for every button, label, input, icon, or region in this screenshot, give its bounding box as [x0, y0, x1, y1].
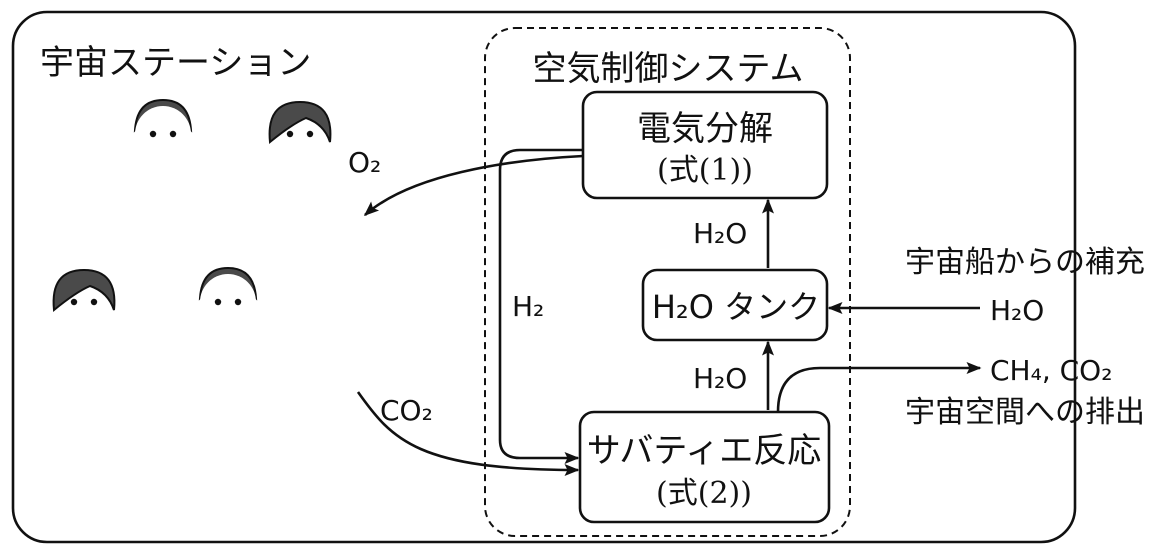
o2-label: O₂: [348, 146, 381, 179]
system-frame: [484, 27, 851, 537]
supply-text: 宇宙船からの補充: [905, 245, 1145, 280]
h2o-tank-box: [641, 268, 829, 342]
h2-label: H₂: [512, 290, 544, 323]
exhaust-gases: CH₄, CO₂: [990, 354, 1112, 387]
sabatier-formula: (式(2)): [656, 476, 752, 511]
electrolysis-box: [581, 90, 829, 200]
crew-member-boy: [168, 266, 288, 497]
crew-member-girl: [24, 268, 144, 497]
crew-member-boy: [103, 98, 223, 329]
system-label: 空気制御システム: [533, 49, 804, 89]
station-frame: [11, 10, 1077, 544]
co2-arrow: [356, 391, 580, 476]
h2o-tank-label: H₂O タンク: [652, 288, 820, 326]
exhaust-note: 宇宙空間への排出: [905, 395, 1145, 430]
co2-label: CO₂: [380, 394, 433, 427]
h2-arrow: [498, 148, 583, 464]
h2o-label-upper: H₂O: [693, 217, 747, 250]
h2o-supply-label: H₂O: [990, 294, 1044, 327]
h2o-label-lower: H₂O: [693, 362, 747, 395]
o2-arrow: [363, 154, 584, 216]
electrolysis-name: 電気分解: [637, 109, 773, 149]
sabatier-box: [578, 410, 831, 524]
sabatier-name: サバティエ反応: [587, 431, 822, 471]
exhaust-arrow: [776, 362, 982, 413]
station-label: 宇宙ステーション: [40, 43, 311, 83]
electrolysis-formula: (式(1)): [657, 153, 753, 188]
crew-member-girl: [240, 100, 360, 329]
